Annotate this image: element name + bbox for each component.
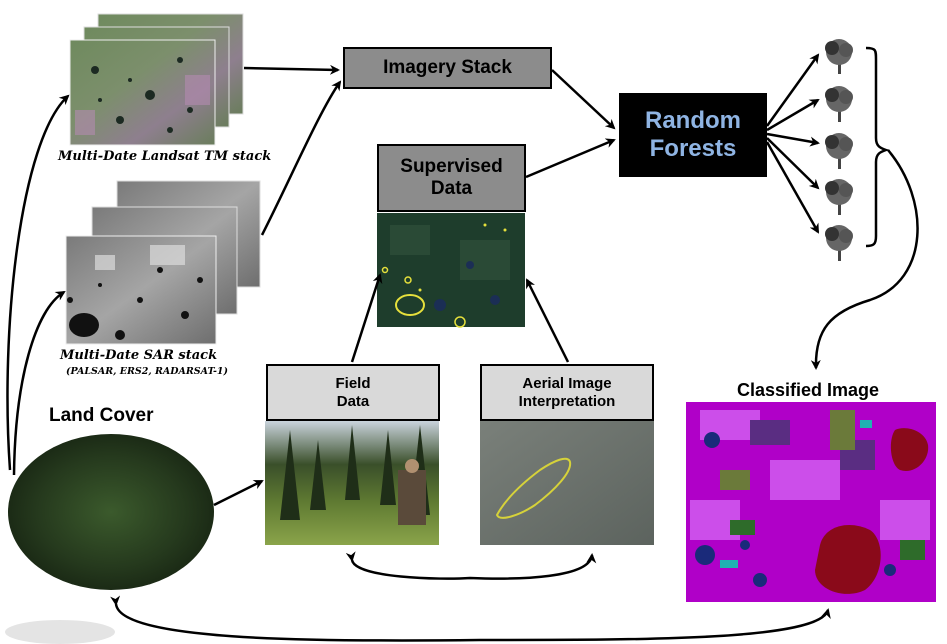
flow-arrows: [6, 53, 919, 642]
tree-bracket: [865, 46, 890, 248]
sar-subcaption: (PALSAR, ERS2, RADARSAT-1): [66, 366, 228, 377]
forest-trees: [825, 39, 853, 261]
tree-icon-1: [825, 39, 853, 74]
field-data-photo: [265, 421, 439, 545]
field-data-label: Field Data: [335, 375, 371, 410]
random-forests-label: Random Forests: [645, 107, 741, 162]
tree-icon-5: [825, 225, 853, 261]
sar-stack-image: [65, 180, 261, 345]
aerial-interpretation-label: Aerial Image Interpretation: [518, 375, 616, 410]
tree-icon-4: [825, 179, 853, 215]
landsat-stack-image: [69, 13, 244, 146]
aerial-interpretation-box: Aerial Image Interpretation: [480, 364, 654, 421]
tree-icon-2: [825, 86, 853, 122]
supervised-data-box: Supervised Data: [377, 144, 526, 212]
field-data-box: Field Data: [266, 364, 440, 421]
imagery-stack-box: Imagery Stack: [343, 47, 552, 89]
supervised-data-image: [377, 213, 525, 328]
land-cover-label: Land Cover: [49, 405, 154, 426]
landsat-caption: Multi-Date Landsat TM stack: [58, 149, 272, 164]
aerial-image: [480, 421, 654, 545]
classified-image-label: Classified Image: [737, 380, 880, 400]
supervised-data-label: Supervised Data: [400, 156, 503, 199]
land-cover-image: [8, 434, 214, 590]
random-forests-box: Random Forests: [619, 93, 767, 177]
classified-image: [686, 402, 936, 602]
sar-caption: Multi-Date SAR stack: [60, 348, 218, 363]
tree-icon-3: [825, 133, 853, 169]
imagery-stack-label: Imagery Stack: [383, 57, 512, 79]
